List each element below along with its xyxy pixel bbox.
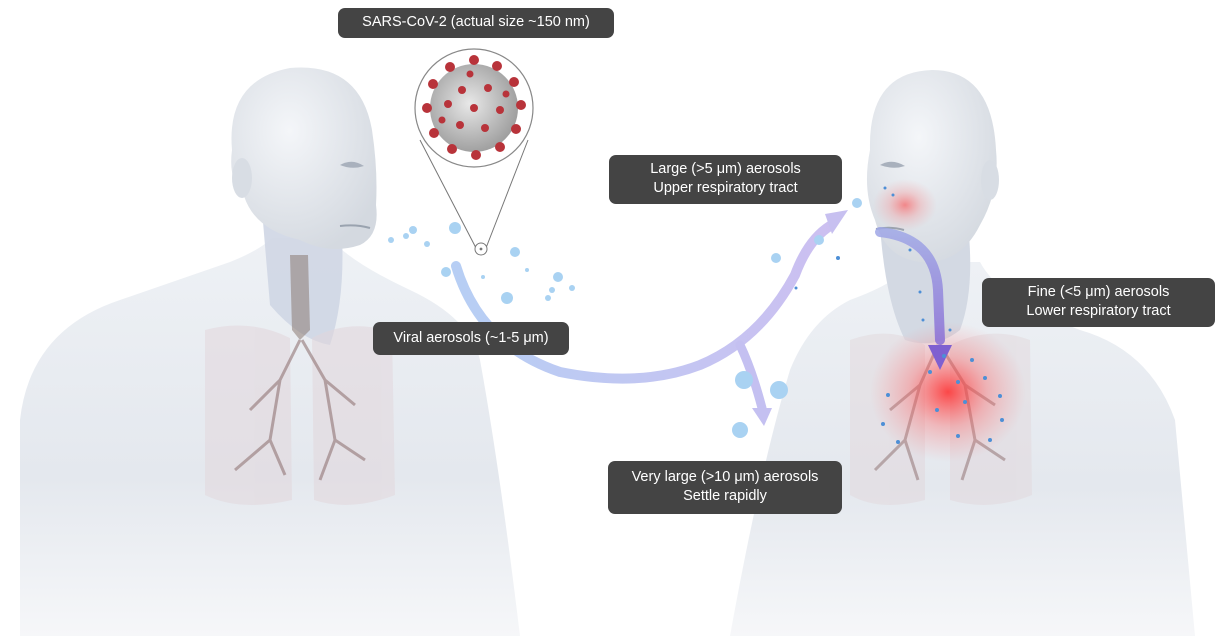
large-aerosols-label-line2: Upper respiratory tract bbox=[619, 179, 832, 198]
very-large-aerosol-arrowhead bbox=[752, 408, 772, 426]
virus-magnifier bbox=[415, 49, 533, 255]
right-ear bbox=[981, 160, 999, 200]
virus-size-label-text: SARS-CoV-2 (actual size ~150 nm) bbox=[348, 13, 604, 32]
left-head bbox=[231, 68, 376, 249]
fine-aerosols-label-line2: Lower respiratory tract bbox=[992, 302, 1205, 321]
very-large-aerosols-label-line1: Very large (>10 μm) aerosols bbox=[618, 468, 832, 487]
left-ear bbox=[232, 158, 252, 198]
viral-aerosols-label: Viral aerosols (~1-5 μm) bbox=[373, 322, 569, 355]
large-aerosols-label-line1: Large (>5 μm) aerosols bbox=[619, 160, 832, 179]
fine-aerosols-label-line1: Fine (<5 μm) aerosols bbox=[992, 283, 1205, 302]
viral-aerosols-label-text: Viral aerosols (~1-5 μm) bbox=[383, 329, 559, 348]
left-trachea bbox=[290, 255, 310, 340]
infection-glow-lungs bbox=[870, 322, 1026, 462]
virus-size-label: SARS-CoV-2 (actual size ~150 nm) bbox=[338, 8, 614, 38]
infection-glow-nose bbox=[873, 179, 937, 231]
very-large-aerosols-label-line2: Settle rapidly bbox=[618, 487, 832, 506]
very-large-aerosols-label: Very large (>10 μm) aerosols Settle rapi… bbox=[608, 461, 842, 514]
fine-aerosols-label: Fine (<5 μm) aerosols Lower respiratory … bbox=[982, 278, 1215, 327]
large-aerosols-label: Large (>5 μm) aerosols Upper respiratory… bbox=[609, 155, 842, 204]
